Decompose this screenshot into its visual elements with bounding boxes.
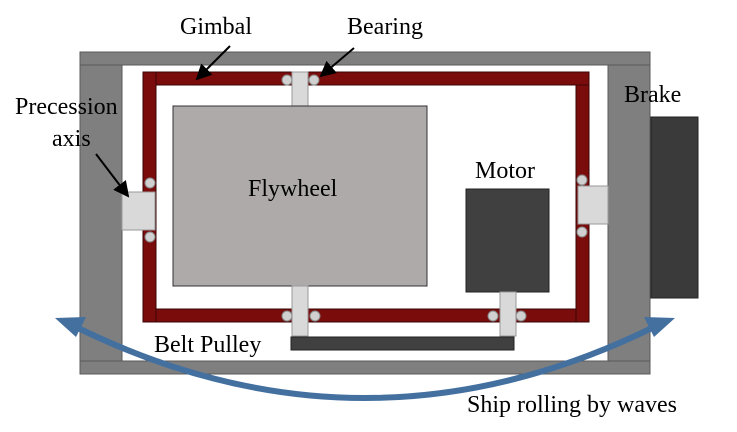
flywheel: [172, 105, 428, 287]
belt-pulley-label: Belt Pulley: [154, 332, 261, 358]
bearing-top-left: [281, 74, 293, 86]
bearing-label: Bearing: [347, 14, 423, 40]
brake-label: Brake: [624, 82, 681, 108]
precession-shaft-right: [577, 185, 609, 225]
bearing-right-upper: [576, 174, 588, 186]
belt-pulley: [290, 336, 515, 351]
frame-right: [607, 64, 651, 362]
bearing-bottom-right-1: [487, 310, 499, 322]
motor: [465, 188, 550, 293]
motor-shaft: [499, 291, 517, 337]
frame-top: [79, 51, 651, 66]
bearing-bottom-left-2: [309, 310, 321, 322]
ship-rolling-label: Ship rolling by waves: [467, 392, 677, 418]
ship-rolling-arrow: [72, 323, 658, 401]
frame-bottom: [79, 360, 651, 375]
bearing-right-lower: [576, 226, 588, 238]
precession-label-line1: Precession: [15, 94, 118, 120]
bearings: [144, 74, 588, 322]
precession-label-line2: axis: [52, 126, 91, 152]
bearing-bottom-right-2: [515, 310, 527, 322]
bearing-left-lower: [144, 231, 156, 243]
gimbal-pointer: [195, 45, 231, 81]
flywheel-shaft-top: [291, 71, 309, 107]
motor-label: Motor: [475, 158, 535, 184]
flywheel-shaft-bottom: [291, 285, 309, 337]
brake: [650, 116, 699, 299]
bearing-left-upper: [144, 177, 156, 189]
bearing-top-right: [308, 74, 320, 86]
gimbal-label: Gimbal: [180, 14, 252, 40]
bearing-pointer: [319, 47, 355, 78]
flywheel-label: Flywheel: [248, 176, 338, 202]
ship-rolling-arrowhead-left: [55, 317, 86, 337]
bearing-bottom-left-1: [281, 310, 293, 322]
frame-left: [79, 64, 123, 362]
gimbal-top-bar: [142, 71, 590, 86]
ship-rolling-arrowhead-right: [644, 317, 675, 337]
precession-shaft-left: [121, 191, 156, 231]
precession-pointer: [95, 153, 130, 198]
